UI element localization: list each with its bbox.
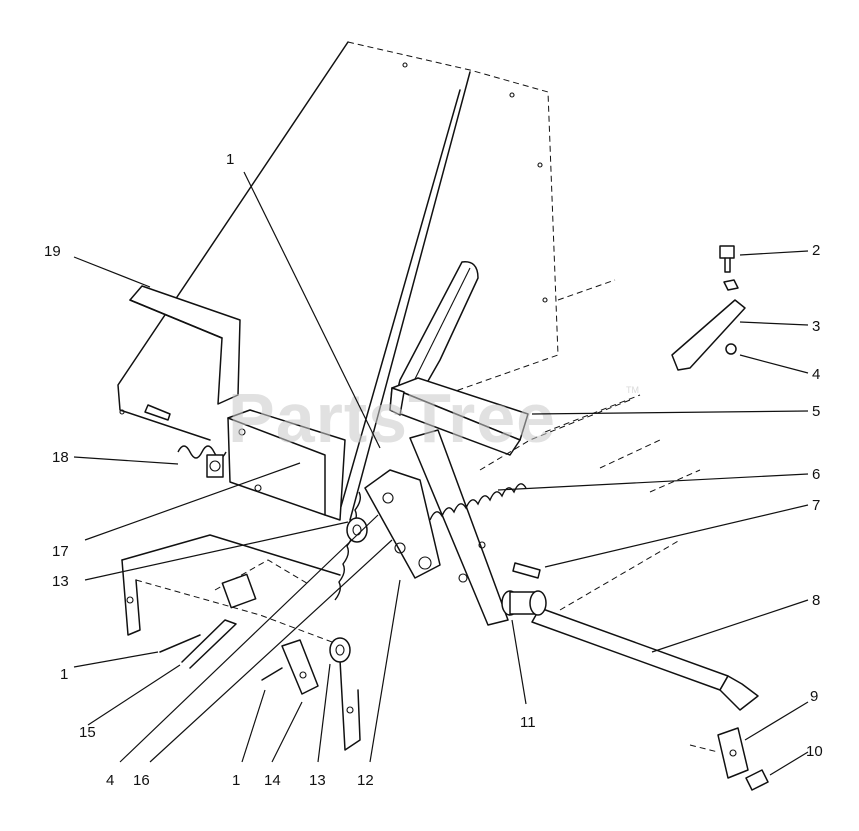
rod-8 xyxy=(531,539,759,711)
bolt-10 xyxy=(745,769,769,791)
callout-16: 16 xyxy=(133,772,150,789)
callout-7: 7 xyxy=(812,497,820,514)
callout-11: 11 xyxy=(520,714,536,731)
callout-9: 9 xyxy=(810,688,818,705)
leader-lines xyxy=(73,171,809,776)
callout-13-bottom: 13 xyxy=(309,772,326,789)
plate-14 xyxy=(281,639,319,695)
callout-2: 2 xyxy=(812,242,820,259)
callout-19: 19 xyxy=(44,243,61,260)
rod-15 xyxy=(159,559,311,681)
callout-18: 18 xyxy=(52,449,69,466)
guide-line-d xyxy=(599,439,661,469)
plate-17 xyxy=(227,409,346,521)
callout-6: 6 xyxy=(812,466,820,483)
watermark-trademark: TM xyxy=(626,385,639,395)
coupling xyxy=(501,590,547,616)
washer-13 xyxy=(329,517,368,663)
plate-12 xyxy=(364,469,441,579)
back-plate xyxy=(117,41,559,521)
spring-18 xyxy=(177,445,227,478)
bracket-3 xyxy=(671,245,746,371)
spring-16 xyxy=(334,491,362,601)
guide-line-e xyxy=(649,469,701,493)
callout-5: 5 xyxy=(812,403,820,420)
callout-12: 12 xyxy=(357,772,374,789)
callout-17: 17 xyxy=(52,543,69,560)
side-plate-11 xyxy=(409,429,509,626)
lower-frame xyxy=(121,534,361,751)
bolt-7 xyxy=(512,562,541,579)
callout-15: 15 xyxy=(79,724,96,741)
callout-3: 3 xyxy=(812,318,820,335)
callout-1-top: 1 xyxy=(226,151,234,168)
callout-4-bottom: 4 xyxy=(106,772,114,789)
plate-14-hole xyxy=(299,671,307,679)
callout-1-bottom: 1 xyxy=(232,772,240,789)
callout-10: 10 xyxy=(806,743,823,760)
callout-labels: 1 2 3 4 5 6 7 8 9 10 11 12 13 13 14 15 1… xyxy=(44,151,823,789)
bracket-19 xyxy=(129,285,241,405)
clip-9 xyxy=(717,727,749,779)
bolt-18 xyxy=(144,404,171,421)
pedal-block xyxy=(389,377,529,456)
callout-8: 8 xyxy=(812,592,820,609)
guide-line-b xyxy=(689,744,719,753)
guide-line-a xyxy=(557,279,616,301)
watermark: PartsTree xyxy=(228,379,556,457)
callout-14: 14 xyxy=(264,772,281,789)
callout-1-left: 1 xyxy=(60,666,68,683)
callout-4-right: 4 xyxy=(812,366,820,383)
callout-13-left: 13 xyxy=(52,573,69,590)
